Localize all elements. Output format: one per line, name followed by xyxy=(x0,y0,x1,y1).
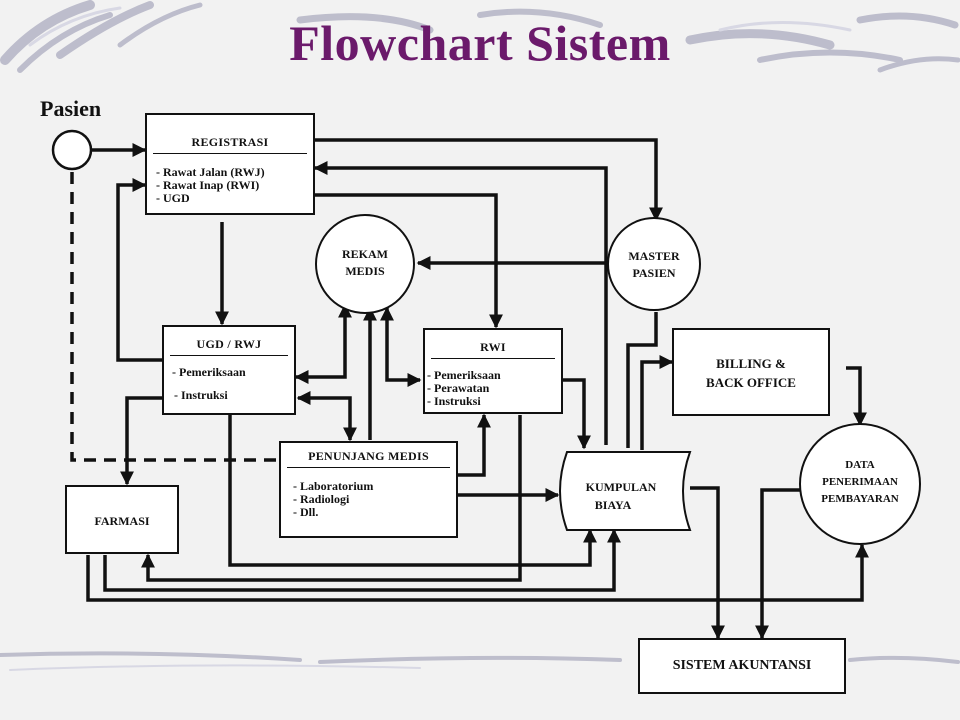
farmasi-box: FARMASI xyxy=(65,485,179,554)
rekam-medis-circle xyxy=(315,214,415,314)
master-pasien-label: MASTER PASIEN xyxy=(628,249,680,280)
kumpulan-biaya-label: KUMPULAN BIAYA xyxy=(585,480,657,512)
billing-box: BILLING & BACK OFFICE xyxy=(672,328,830,416)
arrow-rwi-farmasi xyxy=(141,415,522,582)
ugd-rwj-title: UGD / RWJ xyxy=(196,337,262,351)
sistem-akuntansi-box: SISTEM AKUNTANSI xyxy=(638,638,846,694)
penunjang-item: - Dll. xyxy=(293,505,319,519)
ugd-rwj-box: UGD / RWJ - Pemeriksaan - Instruksi xyxy=(162,325,296,415)
arrow-ugd-farmasi xyxy=(120,396,163,486)
data-penerimaan-circle xyxy=(799,423,921,545)
rwi-box: RWI - Pemeriksaan - Perawatan - Instruks… xyxy=(423,328,563,414)
arrow-registrasi-rwi xyxy=(314,193,503,329)
arrow-registrasi-master xyxy=(315,138,663,222)
registrasi-title: REGISTRASI xyxy=(191,135,269,149)
pasien-circle xyxy=(51,129,93,171)
data-penerimaan-label: DATA PENERIMAAN PEMBAYARAN xyxy=(821,459,899,505)
dashed-pasien-penunjang xyxy=(70,172,280,462)
billing-label: BILLING & BACK OFFICE xyxy=(706,356,796,390)
penunjang-item: - Radiologi xyxy=(293,492,350,506)
penunjang-medis-title: PENUNJANG MEDIS xyxy=(308,449,429,463)
arrow-kumpulan-billing xyxy=(640,355,674,450)
rekam-medis-label: REKAM MEDIS xyxy=(342,247,388,278)
arrow-ugd-penunjang xyxy=(296,391,357,442)
ugd-rwj-item: - Pemeriksaan xyxy=(172,365,246,379)
pasien-label: Pasien xyxy=(40,96,102,121)
arrow-master-kumpulan xyxy=(626,312,658,448)
rwi-item: - Pemeriksaan xyxy=(427,368,501,382)
registrasi-item: - Rawat Inap (RWI) xyxy=(156,178,260,192)
master-pasien-circle xyxy=(607,217,701,311)
arrow-ugd-registrasi xyxy=(116,178,163,362)
arrow-penunjang-rwi xyxy=(458,413,491,477)
sistem-akuntansi-label: SISTEM AKUNTANSI xyxy=(672,658,812,673)
registrasi-box: REGISTRASI - Rawat Jalan (RWJ) - Rawat I… xyxy=(145,113,315,215)
arrow-rwi-kumpulan xyxy=(562,378,591,450)
arrow-ugd-rekam xyxy=(294,303,352,384)
registrasi-item: - Rawat Jalan (RWJ) xyxy=(156,165,265,179)
arrow-ugd-kumpulan xyxy=(228,415,597,567)
rwi-item: - Perawatan xyxy=(427,381,490,395)
penunjang-medis-box: PENUNJANG MEDIS - Laboratorium - Radiolo… xyxy=(279,441,458,538)
page-title: Flowchart Sistem xyxy=(289,15,671,71)
arrow-data-akuntansi xyxy=(755,488,800,640)
arrow-kumpulan-registrasi xyxy=(313,161,608,445)
arrow-rekam-rwi xyxy=(380,306,422,387)
arrow-kumpulan-akuntansi xyxy=(690,486,725,640)
arrow-farmasi-kumpulan xyxy=(103,528,621,592)
registrasi-item: - UGD xyxy=(156,191,190,205)
ugd-rwj-item: - Instruksi xyxy=(174,388,228,402)
arrow-farmasi-data xyxy=(86,543,869,602)
arrow-billing-data xyxy=(846,366,867,427)
kumpulan-biaya-shape xyxy=(559,451,692,531)
farmasi-label: FARMASI xyxy=(94,514,150,528)
rwi-title: RWI xyxy=(480,340,506,354)
rwi-item: - Instruksi xyxy=(427,394,481,408)
penunjang-item: - Laboratorium xyxy=(293,479,374,493)
